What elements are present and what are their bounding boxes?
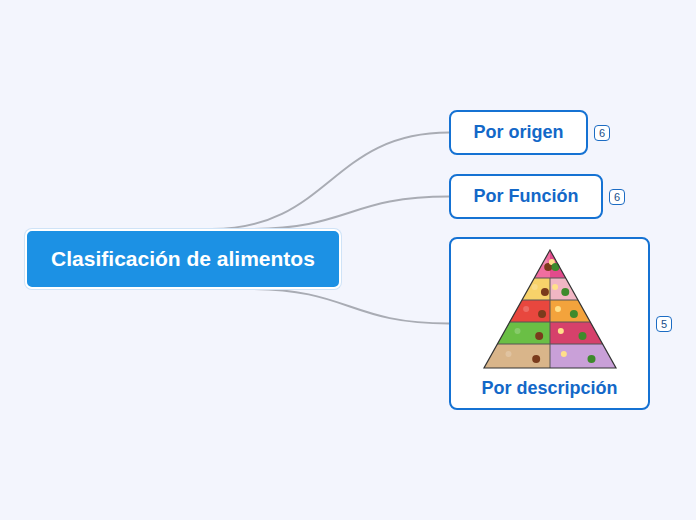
pyramid-outline bbox=[484, 250, 616, 368]
food-item bbox=[569, 310, 577, 318]
pyramid-band bbox=[550, 322, 603, 344]
pyramid-band bbox=[484, 344, 550, 368]
branch-connector bbox=[249, 197, 449, 230]
food-item bbox=[514, 328, 520, 334]
pyramid-band bbox=[550, 344, 616, 368]
food-item bbox=[552, 284, 558, 290]
food-item bbox=[557, 328, 563, 334]
food-item bbox=[554, 306, 560, 312]
callout-number: 5 bbox=[656, 316, 672, 332]
food-pyramid-illustration bbox=[480, 248, 620, 372]
food-item bbox=[531, 284, 537, 290]
central-topic: Clasificación de alimentos bbox=[25, 229, 341, 289]
node-title: Por origen bbox=[473, 122, 563, 143]
callout-number: 6 bbox=[609, 189, 625, 205]
subtopic-box: Por Función bbox=[449, 174, 603, 219]
pyramid-band bbox=[550, 278, 578, 300]
food-item bbox=[578, 332, 586, 340]
food-item bbox=[538, 310, 546, 318]
food-item bbox=[560, 351, 566, 357]
subtopic-box: Por origen bbox=[449, 110, 588, 155]
food-item bbox=[505, 351, 511, 357]
pyramid-band bbox=[497, 322, 550, 344]
subtopic-image-box: Por descripción bbox=[449, 237, 650, 410]
node-title: Clasificación de alimentos bbox=[51, 247, 315, 271]
callout-number: 6 bbox=[594, 125, 610, 141]
food-item bbox=[540, 288, 548, 296]
pyramid-band bbox=[522, 278, 550, 300]
food-item bbox=[587, 355, 595, 363]
node-title: Por Función bbox=[474, 186, 579, 207]
node-title: Por descripción bbox=[481, 378, 617, 399]
branch-connector bbox=[249, 289, 449, 324]
food-item bbox=[535, 332, 543, 340]
food-item bbox=[523, 306, 529, 312]
pyramid-divider bbox=[549, 278, 550, 368]
branch-connector bbox=[211, 133, 449, 230]
food-item bbox=[561, 288, 569, 296]
food-item bbox=[532, 355, 540, 363]
